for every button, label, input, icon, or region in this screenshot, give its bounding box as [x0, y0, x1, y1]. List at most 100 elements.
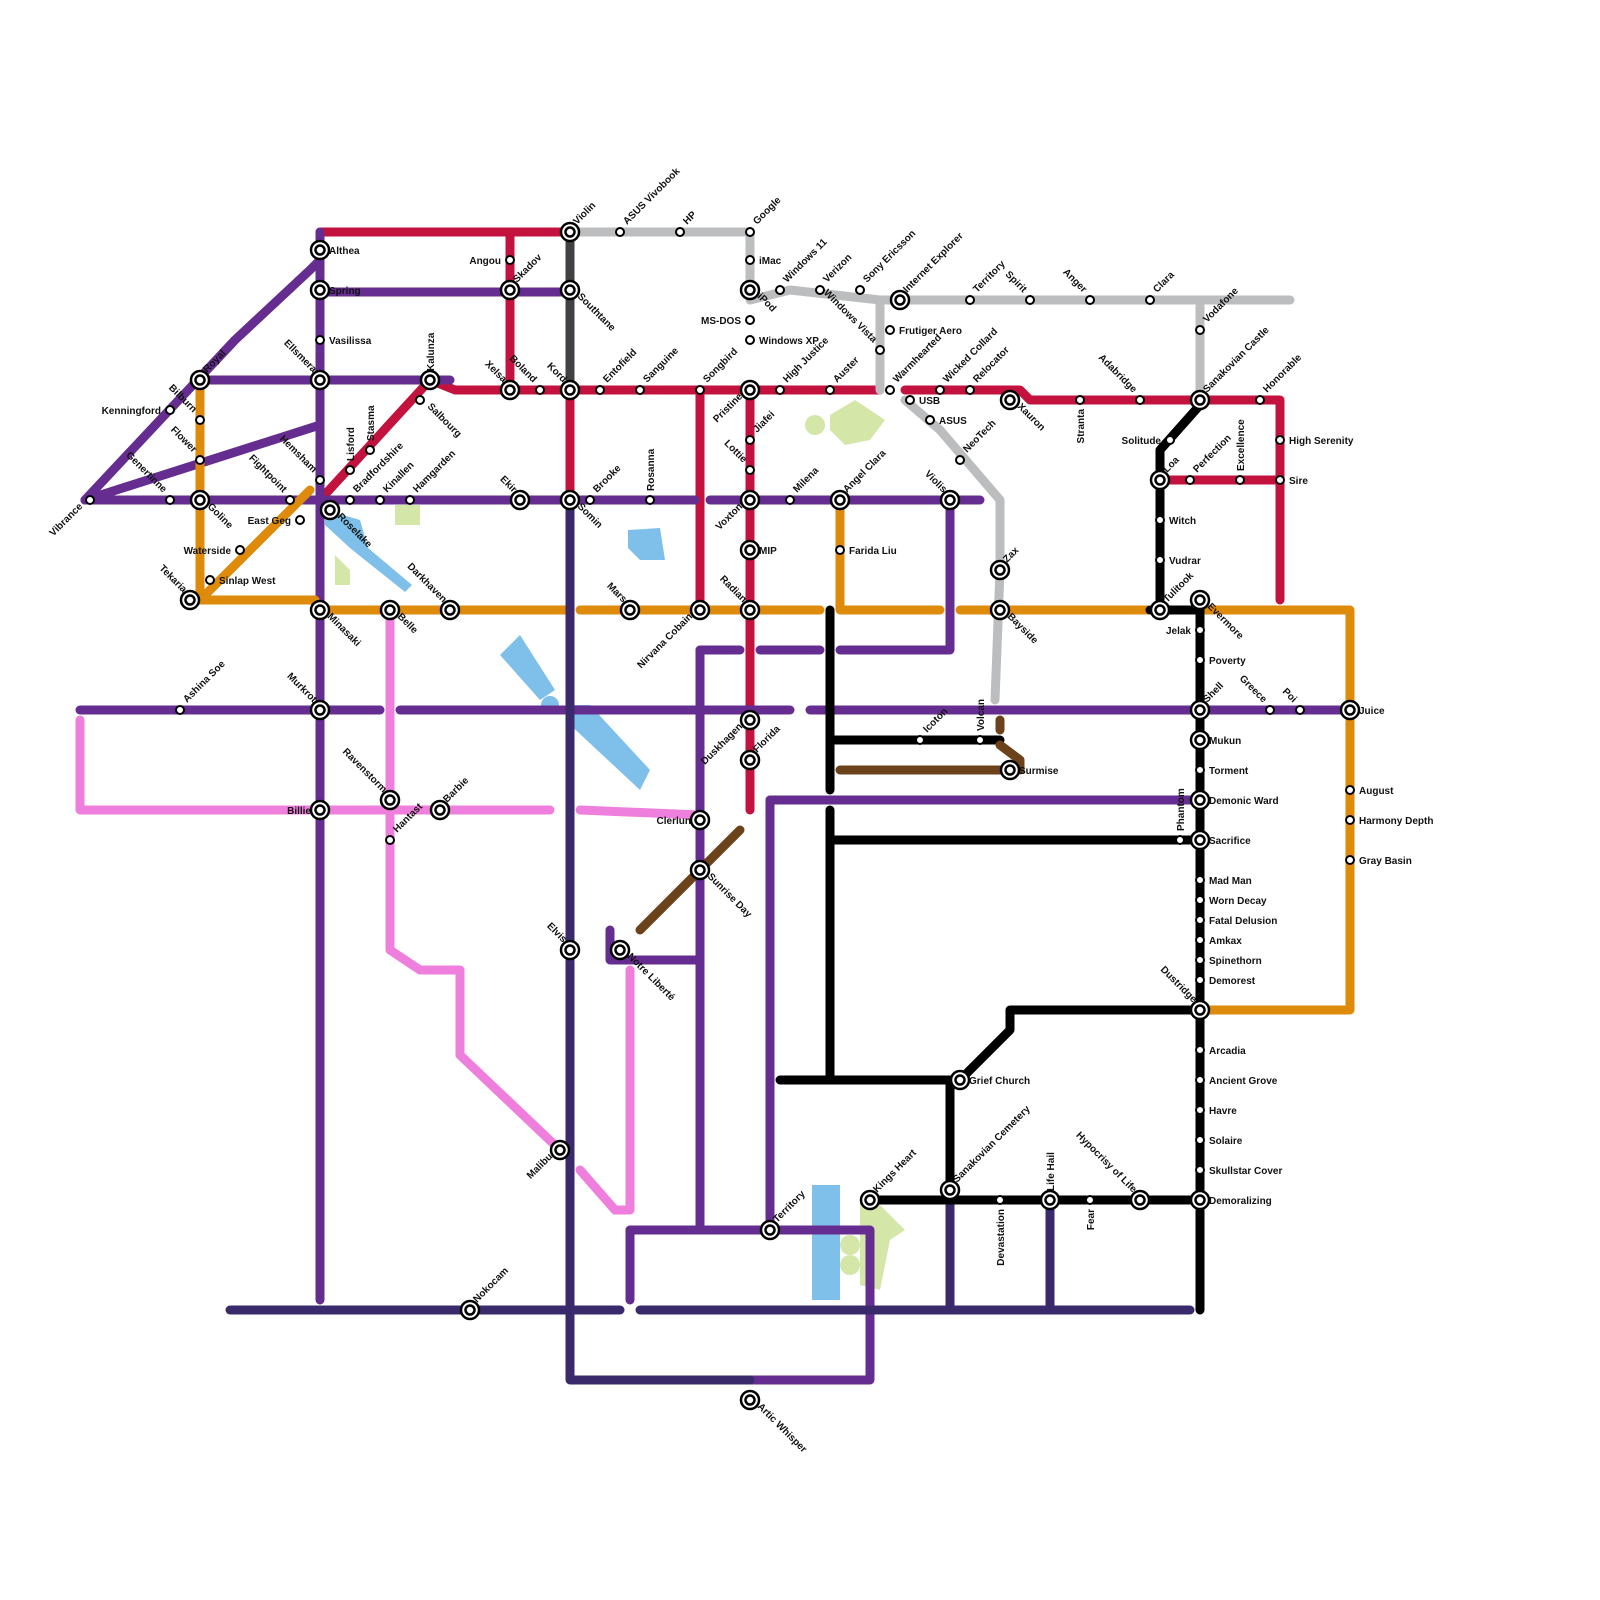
- station-entofield[interactable]: [596, 386, 604, 394]
- station-vasilissa[interactable]: [316, 336, 324, 344]
- station-life-hail[interactable]: [1041, 1191, 1059, 1209]
- station-poverty[interactable]: [1196, 656, 1204, 664]
- station-vibrance[interactable]: [86, 496, 94, 504]
- station-windows-xp[interactable]: [746, 336, 754, 344]
- station-spinethorn[interactable]: [1196, 956, 1204, 964]
- station-august[interactable]: [1346, 786, 1354, 794]
- station-nirvana-cobain[interactable]: [691, 601, 709, 619]
- station-flower[interactable]: [196, 456, 204, 464]
- station-elvis[interactable]: [561, 941, 579, 959]
- station-ancient-grove[interactable]: [1196, 1076, 1204, 1084]
- station-mad-man[interactable]: [1196, 876, 1204, 884]
- station-boland[interactable]: [536, 386, 544, 394]
- station-adabridge[interactable]: [1136, 396, 1144, 404]
- station-ekir[interactable]: [511, 491, 529, 509]
- station-devastation[interactable]: [996, 1196, 1004, 1204]
- station-territory[interactable]: [761, 1221, 779, 1239]
- station-solitude[interactable]: [1166, 436, 1174, 444]
- station-solaire[interactable]: [1196, 1136, 1204, 1144]
- station-angel-clara[interactable]: [831, 491, 849, 509]
- station-google[interactable]: [746, 228, 754, 236]
- station-hp[interactable]: [676, 228, 684, 236]
- station-sire[interactable]: [1276, 476, 1284, 484]
- station-violin[interactable]: [561, 223, 579, 241]
- station-demorest[interactable]: [1196, 976, 1204, 984]
- station-excellence[interactable]: [1236, 476, 1244, 484]
- station-ipod[interactable]: [741, 281, 759, 299]
- station-angou[interactable]: [506, 256, 514, 264]
- station-roselake[interactable]: [321, 501, 339, 519]
- station-sanguine[interactable]: [636, 386, 644, 394]
- station-juice[interactable]: [1341, 701, 1359, 719]
- station-perfection[interactable]: [1186, 476, 1194, 484]
- station-fightpoint[interactable]: [286, 496, 294, 504]
- station-somin[interactable]: [561, 491, 579, 509]
- station-barbie[interactable]: [431, 801, 449, 819]
- station-hamgarden[interactable]: [406, 496, 414, 504]
- station-zax[interactable]: [991, 561, 1009, 579]
- station-vodafone[interactable]: [1196, 326, 1204, 334]
- station-notre-libert[interactable]: [611, 941, 629, 959]
- station-milena[interactable]: [786, 496, 794, 504]
- station-grief-church[interactable]: [951, 1071, 969, 1089]
- station-jiafei[interactable]: [746, 436, 754, 444]
- station-clara[interactable]: [1146, 296, 1154, 304]
- station-spring[interactable]: [311, 281, 329, 299]
- station-farida-liu[interactable]: [836, 546, 844, 554]
- station-malibu[interactable]: [551, 1141, 569, 1159]
- station-stasma[interactable]: [366, 446, 374, 454]
- station-skadov[interactable]: [501, 281, 519, 299]
- station-witch[interactable]: [1156, 516, 1164, 524]
- station-warmhearted[interactable]: [886, 386, 894, 394]
- station-florida[interactable]: [741, 751, 759, 769]
- station-violis[interactable]: [941, 491, 959, 509]
- station-kenningford[interactable]: [166, 406, 174, 414]
- station-murkrot[interactable]: [311, 701, 329, 719]
- station-neotech[interactable]: [956, 456, 964, 464]
- station-mukun[interactable]: [1191, 731, 1209, 749]
- station-spirit[interactable]: [1026, 296, 1034, 304]
- station-evermore[interactable]: [1191, 591, 1209, 609]
- station-brooke[interactable]: [586, 496, 594, 504]
- station-xelsa[interactable]: [501, 381, 519, 399]
- station-royal[interactable]: [191, 371, 209, 389]
- station-demoralizing[interactable]: [1191, 1191, 1209, 1209]
- station-hypocrisy-of-life[interactable]: [1131, 1191, 1149, 1209]
- station-jelak[interactable]: [1196, 626, 1204, 634]
- station-territory[interactable]: [966, 296, 974, 304]
- station-sony-ericsson[interactable]: [856, 286, 864, 294]
- station-nokocam[interactable]: [461, 1301, 479, 1319]
- station-greece[interactable]: [1266, 706, 1274, 714]
- station-arcadia[interactable]: [1196, 1046, 1204, 1054]
- station-bayside[interactable]: [991, 601, 1009, 619]
- station-wicked-collard[interactable]: [936, 386, 944, 394]
- station-mip[interactable]: [741, 541, 759, 559]
- station-sinlap-west[interactable]: [206, 576, 214, 584]
- station-hantast[interactable]: [386, 836, 394, 844]
- station-rosanna[interactable]: [646, 496, 654, 504]
- station-genertinne[interactable]: [166, 496, 174, 504]
- station-high-justice[interactable]: [776, 386, 784, 394]
- station-frutiger-aero[interactable]: [886, 326, 894, 334]
- station-anger[interactable]: [1086, 296, 1094, 304]
- station-kalunza[interactable]: [421, 371, 439, 389]
- station-harmony-depth[interactable]: [1346, 816, 1354, 824]
- station-stranta[interactable]: [1076, 396, 1084, 404]
- station-fear[interactable]: [1086, 1196, 1094, 1204]
- station-windows-vista[interactable]: [876, 346, 884, 354]
- station-worn-decay[interactable]: [1196, 896, 1204, 904]
- station-havre[interactable]: [1196, 1106, 1204, 1114]
- station-sanakovian-cemetery[interactable]: [941, 1181, 959, 1199]
- station-ms-dos[interactable]: [746, 316, 754, 324]
- station-sanakovian-castle[interactable]: [1191, 391, 1209, 409]
- station-poi[interactable]: [1296, 706, 1304, 714]
- station-auster[interactable]: [826, 386, 834, 394]
- station-sacrifice[interactable]: [1191, 831, 1209, 849]
- station-dustridge[interactable]: [1191, 1001, 1209, 1019]
- station-songbird[interactable]: [696, 386, 704, 394]
- station-ashina-soe[interactable]: [176, 706, 184, 714]
- station-relocator[interactable]: [966, 386, 974, 394]
- station-sunrise-day[interactable]: [691, 861, 709, 879]
- station-radian[interactable]: [741, 601, 759, 619]
- station-imac[interactable]: [746, 256, 754, 264]
